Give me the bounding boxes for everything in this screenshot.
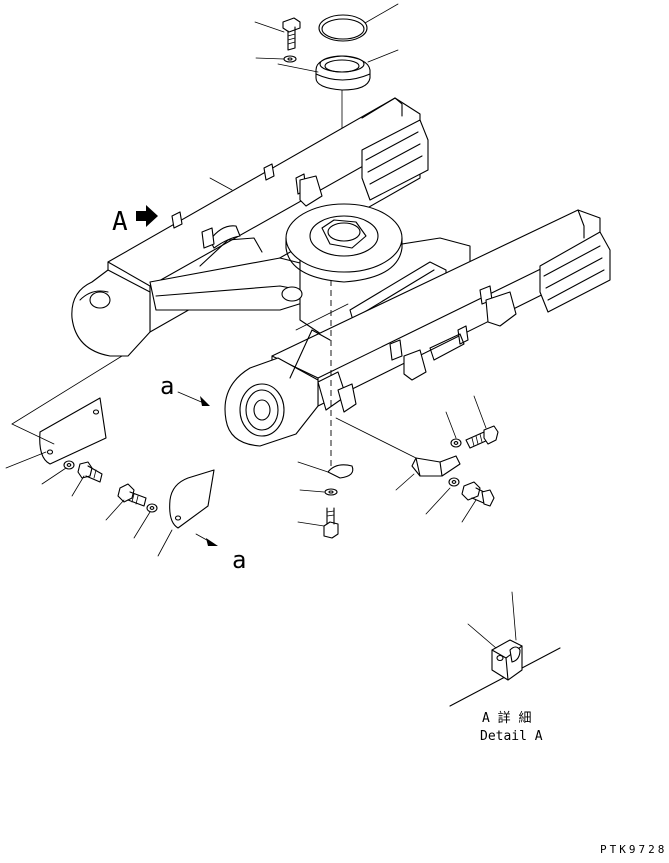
arrow-a-bottom-label: a xyxy=(232,546,246,574)
arrow-a-left-label: a xyxy=(160,372,174,400)
leader-circle xyxy=(295,303,349,331)
left-washer xyxy=(41,460,75,485)
upper-right-washer xyxy=(445,411,462,448)
top-bolt xyxy=(254,17,301,51)
left-washer-2 xyxy=(133,503,158,539)
track-frame xyxy=(71,97,611,447)
lower-right-washer xyxy=(425,477,460,515)
lower-right-bolt xyxy=(461,481,495,523)
detail-a-title: A 詳 細 xyxy=(482,710,531,726)
left-bolt-2 xyxy=(105,483,147,521)
bold-arrow-right-icon xyxy=(136,205,158,227)
detail-a-view xyxy=(449,591,561,707)
leader-frame xyxy=(209,177,233,191)
guide-bracket xyxy=(395,455,461,491)
bottom-washer xyxy=(299,488,338,496)
drawing-code: PTK9728 xyxy=(600,843,667,856)
view-a-label: A xyxy=(112,207,128,237)
bottom-cover xyxy=(297,461,354,479)
upper-right-bolt xyxy=(465,395,499,449)
left-bolt xyxy=(71,461,103,497)
bottom-bolt xyxy=(297,507,339,539)
swivel-ring xyxy=(277,49,399,91)
left-cover-plate xyxy=(5,355,123,469)
seal-ring xyxy=(318,3,399,42)
detail-a-subtitle: Detail A xyxy=(480,729,543,744)
top-washer xyxy=(255,55,297,63)
right-cover-plate xyxy=(157,469,215,557)
